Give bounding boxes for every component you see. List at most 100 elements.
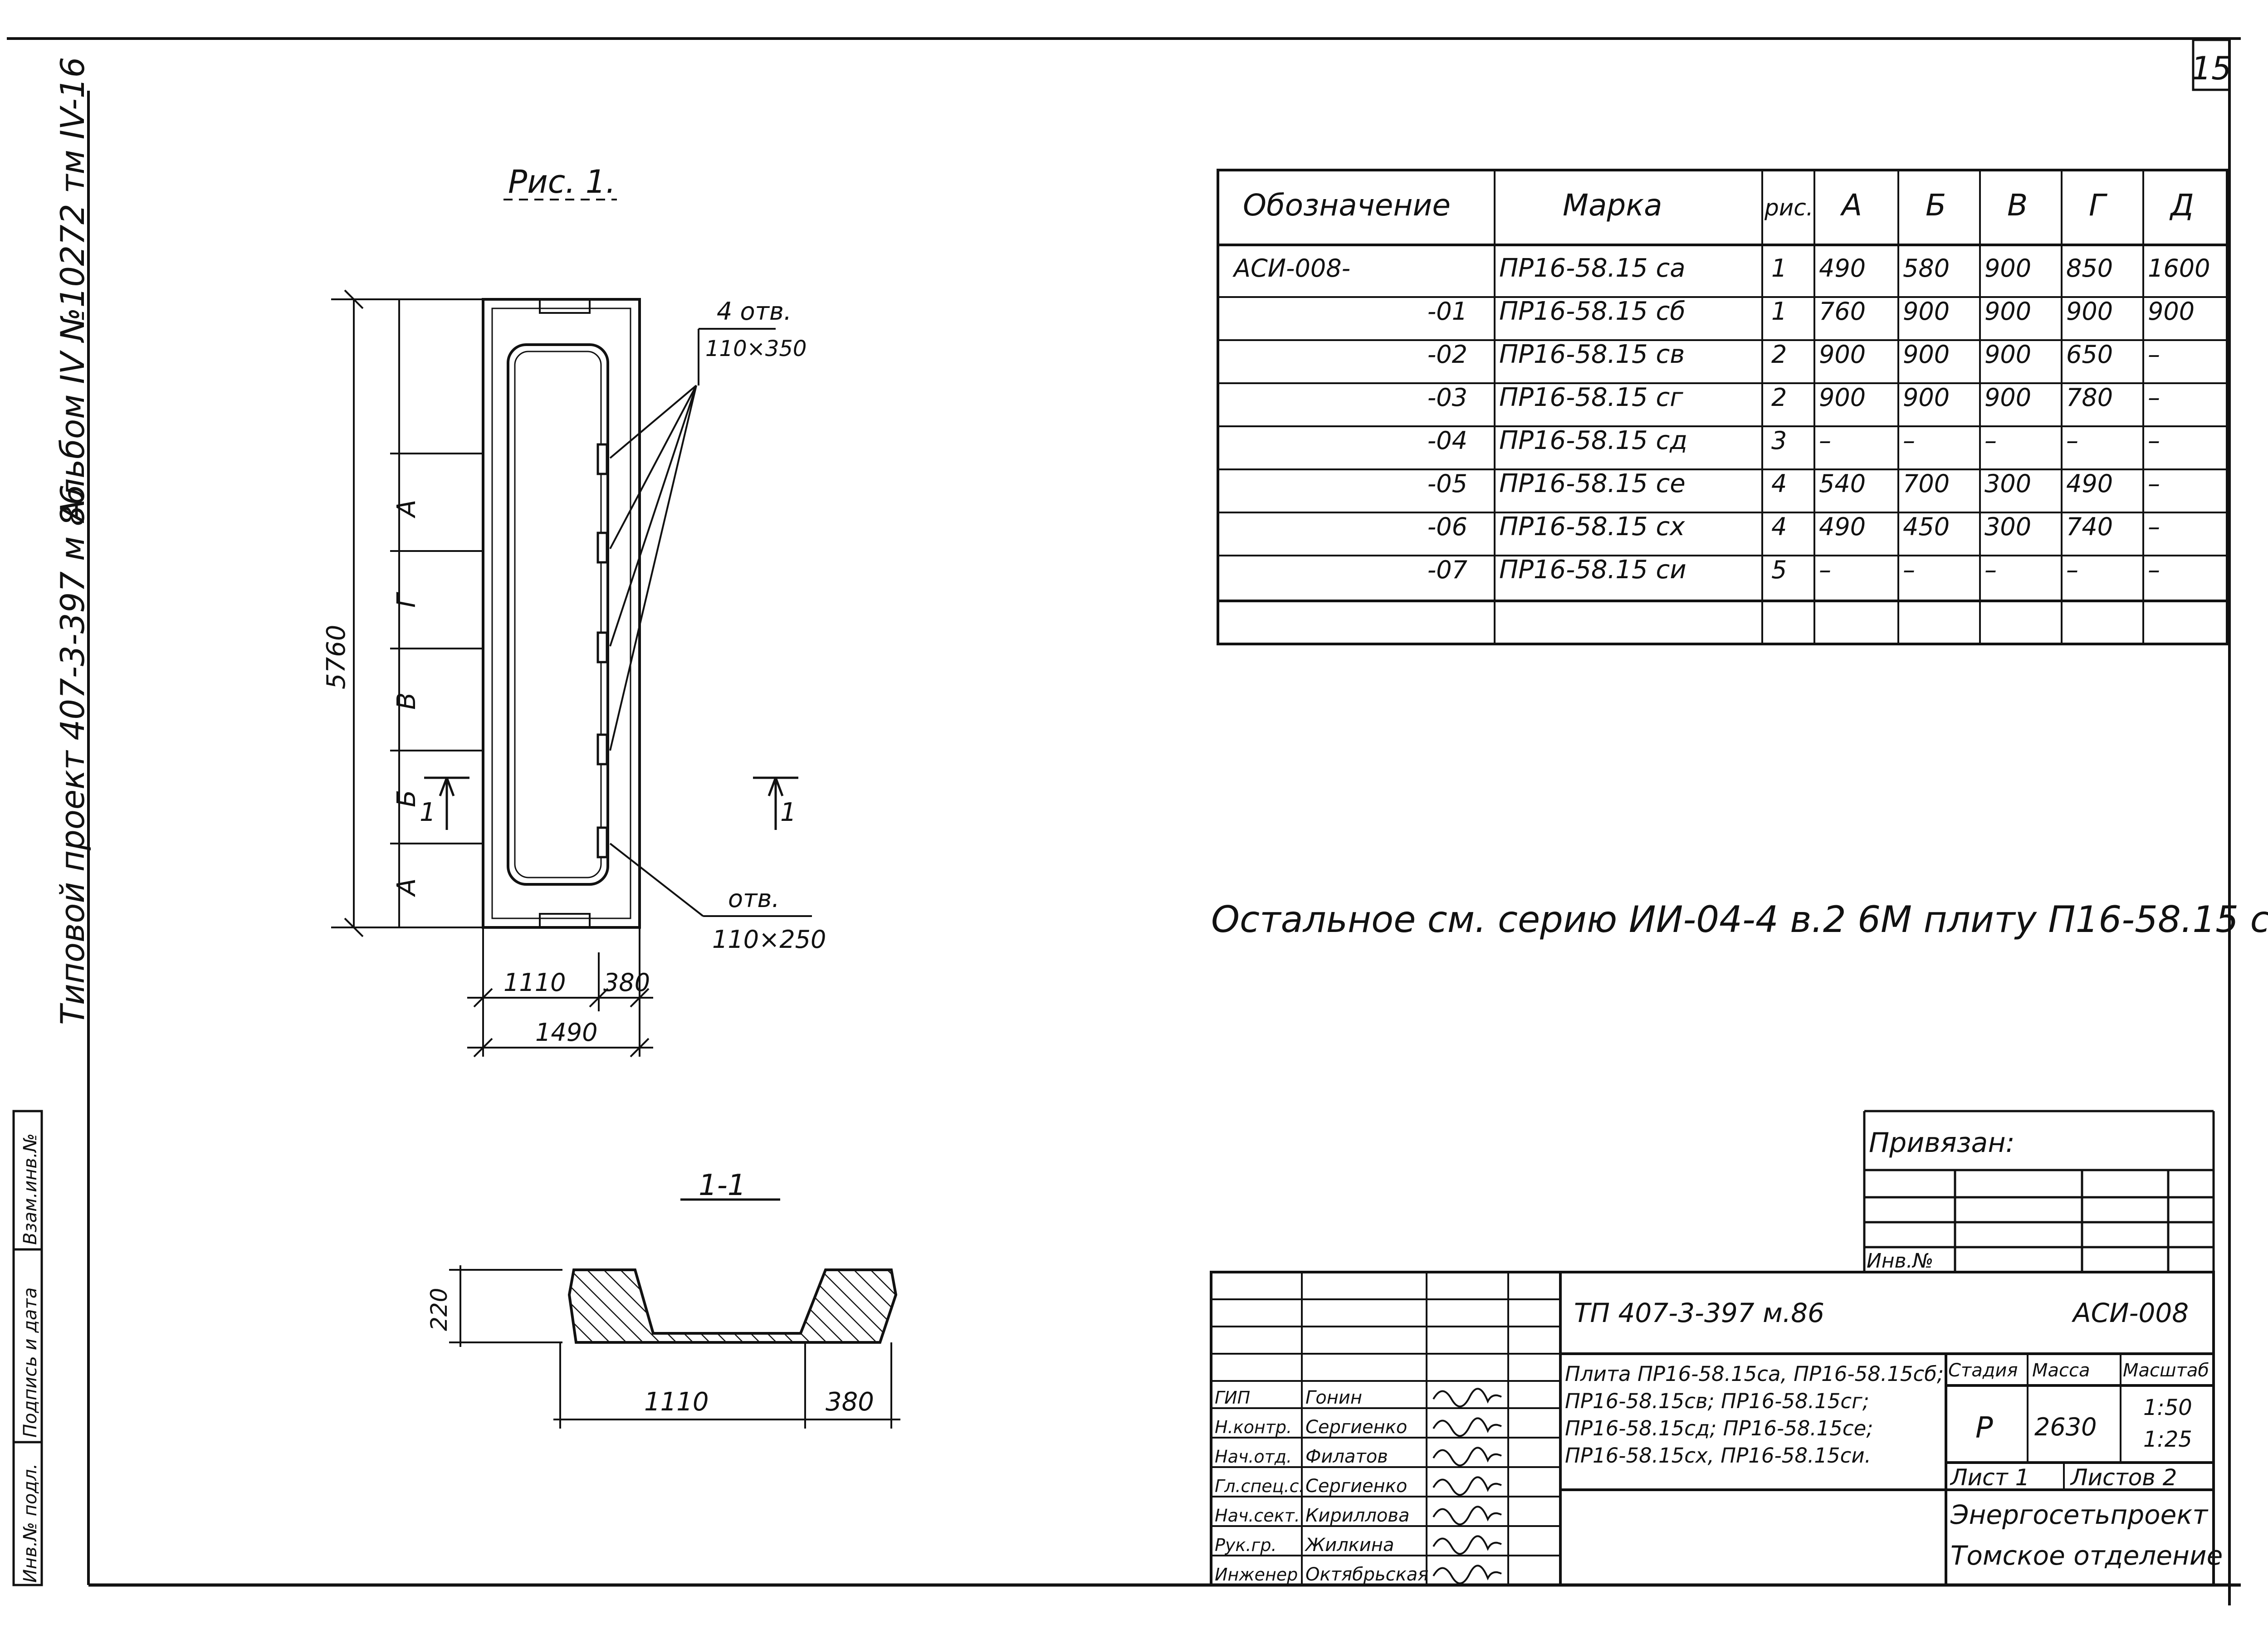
title-block: ТП 407-3-397 м.86 АСИ-008 Плита ПР16-58.… bbox=[1210, 1271, 2223, 1586]
table-cell: 760 bbox=[1819, 297, 1866, 326]
signature bbox=[1432, 1565, 1502, 1585]
description-line-4: ПР16-58.15сх, ПР16-58.15си. bbox=[1565, 1444, 1871, 1468]
dim-letter-g: Г bbox=[392, 592, 421, 608]
table-cell: 850 bbox=[2066, 254, 2113, 283]
staff-name: Октябрьская bbox=[1305, 1564, 1428, 1585]
table-cell: 300 bbox=[1984, 469, 2031, 498]
scale-label: Масштаб bbox=[2123, 1360, 2209, 1381]
table-cell: 900 bbox=[1903, 297, 1950, 326]
org-dept: Томское отделение bbox=[1950, 1540, 2223, 1571]
table-cell: 900 bbox=[1984, 383, 2031, 412]
table-cell: 4 bbox=[1771, 512, 1787, 541]
sheets-label: Листов 2 bbox=[2070, 1464, 2177, 1491]
sec-dim-380: 380 bbox=[826, 1387, 874, 1417]
section-markers bbox=[424, 776, 798, 830]
table-cell: 900 bbox=[1984, 297, 2031, 326]
section-mark-right: 1 bbox=[780, 798, 797, 827]
table-cell: 580 bbox=[1903, 254, 1950, 283]
description-line-1: Плита ПР16-58.15са, ПР16-58.15сб; bbox=[1565, 1362, 1944, 1386]
dim-letter-v: В bbox=[392, 693, 421, 710]
header-oboznachenie: Обозначение bbox=[1243, 188, 1451, 223]
header-g: Г bbox=[2089, 188, 2108, 223]
table-cell: – bbox=[1984, 426, 1997, 455]
dim-1110: 1110 bbox=[503, 968, 566, 997]
staff-role: Инженер bbox=[1215, 1565, 1298, 1585]
table-cell: – bbox=[2148, 383, 2160, 412]
table-cell: 900 bbox=[1903, 340, 1950, 369]
staff-name: Сергиенко bbox=[1305, 1476, 1407, 1497]
staff-role: Рук.гр. bbox=[1215, 1535, 1277, 1555]
slab-outline bbox=[482, 298, 641, 929]
staff-name: Жилкина bbox=[1304, 1535, 1394, 1556]
table-cell: 900 bbox=[1819, 383, 1866, 412]
signature bbox=[1432, 1476, 1502, 1496]
signature bbox=[1432, 1447, 1502, 1467]
stage-value: Р bbox=[1975, 1411, 1993, 1445]
staff-role: Н.контр. bbox=[1215, 1417, 1292, 1437]
project-label: Типовой проект 407-3-397 м 86 bbox=[54, 484, 92, 1025]
holes-top-size: 110×350 bbox=[705, 336, 807, 361]
sheet-number: 15 bbox=[2191, 50, 2231, 87]
section-mark-left: 1 bbox=[420, 798, 436, 827]
table-cell: 5 bbox=[1771, 556, 1787, 584]
scale-value-2: 1:25 bbox=[2143, 1427, 2192, 1452]
header-marka: Марка bbox=[1563, 188, 1662, 223]
table-cell: 780 bbox=[2066, 383, 2113, 412]
table-cell: ПР16-58.15 сг bbox=[1499, 383, 1683, 412]
org-name: Энергосетьпроект bbox=[1950, 1499, 2209, 1530]
sheet-label: Лист 1 bbox=[1950, 1464, 2029, 1491]
header-ris: рис. bbox=[1764, 195, 1813, 221]
staff-name: Кириллова bbox=[1305, 1505, 1409, 1526]
table-cell: ПР16-58.15 си bbox=[1499, 555, 1686, 585]
table-cell: -06 bbox=[1427, 512, 1467, 541]
table-cell: -03 bbox=[1427, 383, 1467, 412]
table-cell: 900 bbox=[2148, 297, 2195, 326]
table-cell: -01 bbox=[1427, 297, 1467, 326]
table-cell: 300 bbox=[1984, 512, 2031, 541]
table-cell: 1 bbox=[1771, 297, 1787, 326]
table-cell: – bbox=[2148, 556, 2160, 584]
dim-1490: 1490 bbox=[535, 1018, 597, 1047]
header-d: Д bbox=[2169, 188, 2194, 223]
table-cell: 4 bbox=[1771, 469, 1787, 498]
album-label: Альбом IV №10272 тм IV-16 bbox=[54, 57, 92, 523]
table-header: Обозначение Марка рис. А Б В Г Д bbox=[1243, 188, 2194, 223]
staff-name: Гонин bbox=[1305, 1387, 1362, 1408]
staff-role: ГИП bbox=[1215, 1388, 1250, 1408]
table-cell: 900 bbox=[1984, 340, 2031, 369]
signature bbox=[1432, 1388, 1502, 1408]
side-stamp: Альбом IV №10272 тм IV-16 Типовой проект… bbox=[12, 57, 92, 1586]
scale-value-1: 1:50 bbox=[2143, 1395, 2192, 1420]
table-cell: – bbox=[2148, 340, 2160, 369]
table-cell: – bbox=[1984, 556, 1997, 584]
table-cell: – bbox=[2148, 426, 2160, 455]
table-cell: -07 bbox=[1427, 556, 1467, 584]
table-cell: – bbox=[2148, 469, 2160, 498]
table-cell: ПР16-58.15 св bbox=[1499, 340, 1685, 369]
header-b: Б bbox=[1926, 188, 1946, 223]
figure-1: Рис. 1. 4 от bbox=[322, 163, 826, 1058]
section-profile bbox=[567, 1268, 898, 1344]
table-cell: 900 bbox=[2066, 297, 2113, 326]
staff-name: Филатов bbox=[1305, 1446, 1388, 1467]
hole-bottom-label: отв. bbox=[728, 884, 779, 913]
table-cell: ПР16-58.15 сд bbox=[1499, 426, 1687, 455]
signature bbox=[1432, 1506, 1502, 1526]
table-cell: – bbox=[2066, 556, 2078, 584]
signature bbox=[1432, 1417, 1502, 1437]
inv-label: Инв.№ bbox=[1867, 1249, 1933, 1273]
table-cell: 540 bbox=[1819, 469, 1866, 498]
mass-value: 2630 bbox=[2034, 1413, 2097, 1441]
hole-bottom-size: 110×250 bbox=[712, 925, 826, 954]
side-cell-inv: Инв.№ подл. bbox=[20, 1463, 41, 1583]
doc-code: ТП 407-3-397 м.86 bbox=[1574, 1297, 1824, 1328]
table-cell: 650 bbox=[2066, 340, 2113, 369]
slot-marks bbox=[596, 443, 608, 858]
table-cell: 2 bbox=[1771, 383, 1787, 412]
holes-top-label: 4 отв. bbox=[717, 297, 792, 326]
table-cell: 740 bbox=[2066, 512, 2113, 541]
staff-role: Нач.сект. bbox=[1215, 1506, 1300, 1526]
